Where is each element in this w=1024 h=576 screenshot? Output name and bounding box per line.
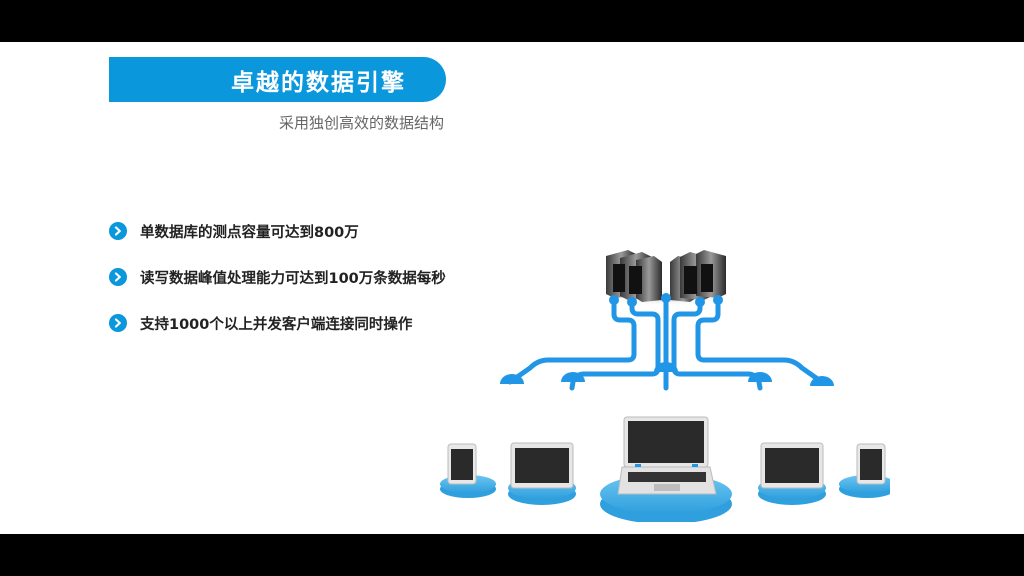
slide: 卓越的数据引擎 采用独创高效的数据结构 单数据库的测点容量可达到800万 读写数… bbox=[0, 42, 1024, 534]
monitor-device-icon bbox=[508, 442, 576, 505]
chevron-right-circle-icon bbox=[109, 314, 127, 332]
bullet-item: 支持1000个以上并发客户端连接同时操作 bbox=[109, 312, 446, 334]
letterbox-top bbox=[0, 0, 1024, 42]
bullet-text: 支持1000个以上并发客户端连接同时操作 bbox=[140, 316, 413, 333]
monitor-device-icon bbox=[758, 442, 826, 505]
chevron-right-circle-icon bbox=[109, 222, 127, 240]
slide-subtitle: 采用独创高效的数据结构 bbox=[278, 114, 444, 132]
bullet-item: 单数据库的测点容量可达到800万 bbox=[109, 220, 446, 242]
cable-endpoints bbox=[500, 293, 834, 386]
tablet-device-icon bbox=[839, 443, 890, 498]
bullet-item: 读写数据峰值处理能力可达到100万条数据每秒 bbox=[109, 266, 446, 288]
bullet-text: 单数据库的测点容量可达到800万 bbox=[140, 224, 359, 241]
bullet-list: 单数据库的测点容量可达到800万 读写数据峰值处理能力可达到100万条数据每秒 … bbox=[109, 220, 446, 358]
network-cables bbox=[507, 297, 825, 391]
bullet-text: 读写数据峰值处理能力可达到100万条数据每秒 bbox=[140, 270, 446, 287]
server-cluster-icon bbox=[596, 250, 736, 306]
laptop-device-icon bbox=[600, 416, 732, 522]
chevron-right-circle-icon bbox=[109, 268, 127, 286]
slide-title: 卓越的数据引擎 bbox=[231, 69, 406, 96]
tablet-device-icon bbox=[440, 443, 496, 498]
letterbox-bottom bbox=[0, 534, 1024, 576]
title-banner: 卓越的数据引擎 bbox=[109, 57, 446, 102]
network-illustration bbox=[440, 250, 890, 522]
